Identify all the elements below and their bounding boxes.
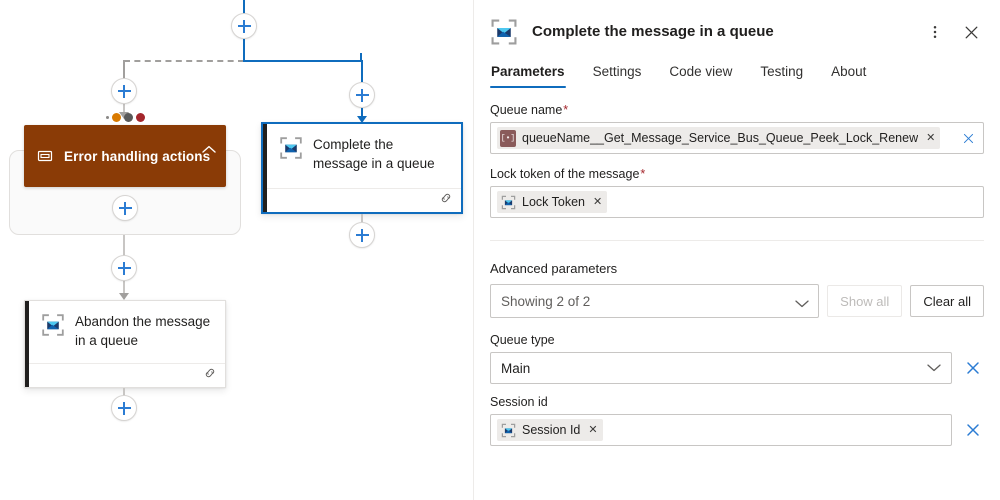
queue-type-select[interactable]: Main xyxy=(490,352,952,384)
tab-testing[interactable]: Testing xyxy=(760,64,804,79)
edge-top xyxy=(243,0,245,14)
queue-type-value: Main xyxy=(501,360,531,376)
tab-settings[interactable]: Settings xyxy=(592,64,642,79)
node-title: Abandon the message in a queue xyxy=(75,314,211,348)
advanced-parameters-title: Advanced parameters xyxy=(490,261,618,276)
edge-h-blue xyxy=(243,60,363,62)
node-abandon-the-message-in-a-queue[interactable]: Abandon the message in a queue xyxy=(24,300,226,388)
connection-icon[interactable] xyxy=(203,366,217,385)
node-footer xyxy=(263,188,461,212)
lock-token-input[interactable]: Lock Token ✕ xyxy=(490,186,984,218)
edge-dashed-to-scope xyxy=(124,60,244,62)
label-lock-token: Lock token of the message* xyxy=(490,166,984,182)
node-complete-the-message-in-a-queue[interactable]: Complete the message in a queue xyxy=(261,122,463,214)
service-bus-token-icon xyxy=(500,422,516,438)
tab-about[interactable]: About xyxy=(831,64,867,79)
node-status-rail xyxy=(25,301,29,387)
advanced-parameters-row: Showing 2 of 2 Show all Clear all xyxy=(490,284,984,318)
token-remove-icon[interactable]: ✕ xyxy=(593,195,603,208)
arrow-to-complete xyxy=(357,116,367,123)
lock-token-token[interactable]: Lock Token ✕ xyxy=(497,191,608,213)
add-step-after-complete-button[interactable] xyxy=(349,222,375,248)
scope-icon xyxy=(36,147,54,165)
label-session-id: Session id xyxy=(490,395,548,409)
service-bus-icon xyxy=(279,136,303,160)
clear-all-button[interactable]: Clear all xyxy=(910,285,984,317)
more-vertical-icon[interactable] xyxy=(922,19,948,45)
add-step-scope-branch-button[interactable] xyxy=(111,78,137,104)
edge-v-blue xyxy=(361,60,363,82)
session-id-token[interactable]: Session Id ✕ xyxy=(497,419,603,441)
node-footer xyxy=(25,363,225,387)
add-step-after-scope-button[interactable] xyxy=(111,255,137,281)
section-divider xyxy=(490,240,984,241)
queue-type-row: Main xyxy=(490,352,984,384)
add-step-top-button[interactable] xyxy=(231,13,257,39)
status-dot-skipped xyxy=(124,113,133,122)
connection-icon[interactable] xyxy=(439,191,453,210)
arrow-to-abandon xyxy=(119,293,129,300)
scope-status-dots xyxy=(106,113,145,122)
edge-below-complete xyxy=(361,214,363,222)
show-all-button[interactable]: Show all xyxy=(827,285,903,317)
required-mark: * xyxy=(563,103,569,117)
queue-name-token[interactable]: [•] queueName__Get_Message_Service_Bus_Q… xyxy=(497,127,941,149)
panel-tabs: Parameters Settings Code view Testing Ab… xyxy=(474,58,1000,88)
token-remove-icon[interactable]: ✕ xyxy=(926,131,936,144)
action-details-panel: Complete the message in a queue Paramete… xyxy=(473,0,1000,500)
status-dot-failed xyxy=(136,113,145,122)
status-dot-running xyxy=(112,113,121,122)
node-abandon-main: Abandon the message in a queue xyxy=(25,301,225,363)
edge-after-scope xyxy=(123,281,125,295)
token-text: queueName__Get_Message_Service_Bus_Queue… xyxy=(522,131,919,145)
remove-session-id-icon[interactable] xyxy=(962,419,984,441)
queue-name-input[interactable]: [•] queueName__Get_Message_Service_Bus_Q… xyxy=(490,122,984,154)
node-status-rail xyxy=(263,124,267,212)
page-title: Complete the message in a queue xyxy=(532,23,774,40)
service-bus-icon xyxy=(490,18,518,46)
node-title: Complete the message in a queue xyxy=(313,137,435,171)
label-queue-type: Queue type xyxy=(490,333,555,347)
edge-dashed-down xyxy=(123,60,125,82)
chevron-up-icon[interactable] xyxy=(202,141,216,153)
chevron-down-icon xyxy=(795,297,809,308)
variable-glyph: [•] xyxy=(500,129,516,147)
node-complete-main: Complete the message in a queue xyxy=(263,124,461,188)
chevron-down-icon xyxy=(927,361,941,376)
advanced-parameters-select[interactable]: Showing 2 of 2 xyxy=(490,284,820,318)
edge-scope-down xyxy=(123,104,125,114)
clear-field-icon[interactable] xyxy=(960,130,976,146)
scope-header-error-handling[interactable]: Error handling actions xyxy=(24,125,226,187)
status-dot-tiny xyxy=(106,116,109,119)
panel-header: Complete the message in a queue xyxy=(474,0,1000,46)
add-step-complete-branch-button[interactable] xyxy=(349,82,375,108)
tab-code-view[interactable]: Code view xyxy=(669,64,733,79)
add-step-after-abandon-button[interactable] xyxy=(111,395,137,421)
label-text: Queue name xyxy=(490,103,563,117)
label-queue-name: Queue name* xyxy=(490,102,984,118)
tab-parameters[interactable]: Parameters xyxy=(490,58,566,88)
edge-v-blue-2 xyxy=(361,108,363,118)
token-text: Session Id xyxy=(522,423,581,437)
add-step-inside-scope-button[interactable] xyxy=(112,195,138,221)
close-icon[interactable] xyxy=(958,19,984,45)
token-text: Lock Token xyxy=(522,195,586,209)
advanced-select-value: Showing 2 of 2 xyxy=(501,293,591,309)
edge-scope-to-abandon xyxy=(123,235,125,257)
remove-queue-type-icon[interactable] xyxy=(962,357,984,379)
session-id-input[interactable]: Session Id ✕ xyxy=(490,414,952,446)
label-text: Lock token of the message xyxy=(490,167,640,181)
service-bus-token-icon xyxy=(500,194,516,210)
variable-token-icon: [•] xyxy=(500,129,516,147)
session-id-row: Session Id ✕ xyxy=(490,414,984,446)
service-bus-icon xyxy=(41,313,65,337)
parameters-body: Queue name* [•] queueName__Get_Message_S… xyxy=(474,102,1000,446)
required-mark: * xyxy=(640,167,646,181)
scope-title: Error handling actions xyxy=(64,148,211,164)
token-remove-icon[interactable]: ✕ xyxy=(588,423,598,436)
edge-below-abandon xyxy=(123,388,125,396)
workflow-canvas[interactable]: Error handling actions xyxy=(0,0,473,500)
edge-top-lower xyxy=(243,39,245,61)
